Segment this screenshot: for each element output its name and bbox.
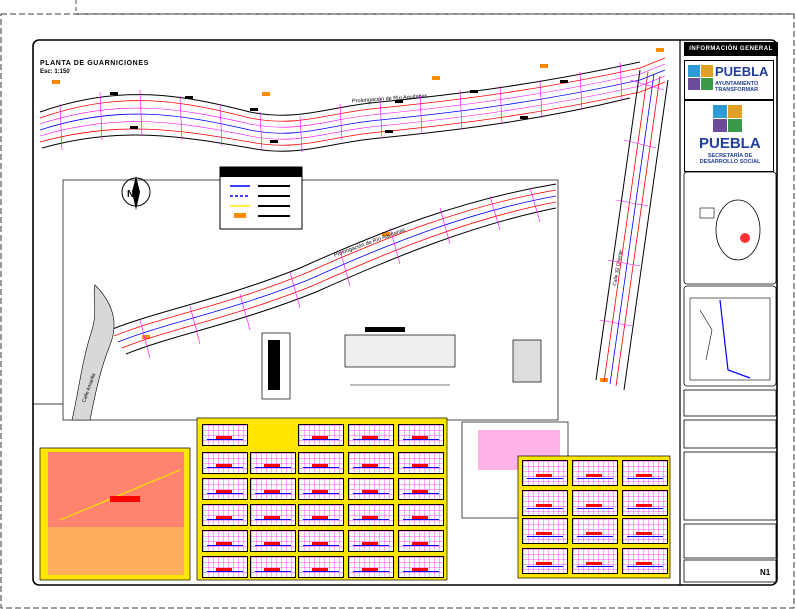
road-mid-plan xyxy=(109,183,557,355)
curb-blocks-top xyxy=(110,80,568,143)
cross-section-thumbnail xyxy=(250,556,296,578)
cross-section-thumbnail xyxy=(398,530,444,552)
cross-section-thumbnail xyxy=(398,478,444,500)
cross-section-thumbnail xyxy=(348,452,394,474)
cross-section-thumbnail xyxy=(250,452,296,474)
cross-section-thumbnail xyxy=(572,460,618,486)
cross-section-thumbnail xyxy=(522,460,568,486)
cross-section-thumbnail xyxy=(298,452,344,474)
cross-section-thumbnail xyxy=(202,478,248,500)
cross-section-thumbnail xyxy=(348,556,394,578)
cross-section-thumbnail xyxy=(622,490,668,516)
cross-section-thumbnail xyxy=(298,556,344,578)
cross-section-thumbnail xyxy=(622,548,668,574)
logo1-sub: AYUNTAMIENTO TRANSFORMAR xyxy=(715,81,759,93)
logo1-name: PUEBLA xyxy=(715,64,769,79)
section-ticks-mid xyxy=(139,187,541,359)
key-plan-map xyxy=(689,297,771,381)
cross-section-thumbnail xyxy=(572,518,618,544)
cross-section-thumbnail xyxy=(348,504,394,526)
cross-section-thumbnail xyxy=(250,478,296,500)
plan-scale: Esc: 1:150 xyxy=(40,69,70,75)
cross-section-thumbnail xyxy=(522,548,568,574)
sheet-number: N1 xyxy=(760,568,771,577)
cross-section-thumbnail xyxy=(572,490,618,516)
logo2-sub: SECRETARÍA DE DESARROLLO SOCIAL xyxy=(699,153,761,165)
river-zone xyxy=(71,284,115,421)
cross-section-thumbnail xyxy=(298,504,344,526)
plan-title: PLANTA DE GUARNICIONES xyxy=(40,60,149,67)
road-right-plan xyxy=(595,69,669,391)
logo-ayuntamiento: PUEBLA AYUNTAMIENTO TRANSFORMAR xyxy=(684,60,774,100)
cross-section-thumbnail xyxy=(348,424,394,446)
cross-section-thumbnail xyxy=(298,424,344,446)
cross-section-thumbnail xyxy=(522,490,568,516)
cross-section-thumbnail xyxy=(348,478,394,500)
cross-section-thumbnail xyxy=(202,452,248,474)
cross-section-thumbnail xyxy=(202,556,248,578)
cross-section-thumbnail xyxy=(202,530,248,552)
cross-section-thumbnail xyxy=(622,518,668,544)
logo2-puzzle-icon xyxy=(713,105,743,133)
section-ticks-top xyxy=(59,61,623,153)
profile-sheet-left xyxy=(39,447,191,581)
logo2-name: PUEBLA xyxy=(699,135,761,152)
curb-detail-drawing xyxy=(261,327,542,400)
cross-section-thumbnail xyxy=(202,504,248,526)
cross-section-thumbnail xyxy=(522,518,568,544)
cross-section-thumbnail xyxy=(298,530,344,552)
cross-section-thumbnail xyxy=(572,548,618,574)
road-top-plan xyxy=(39,57,666,152)
svg-text:N: N xyxy=(127,189,134,200)
logo-puzzle-icon xyxy=(688,65,714,91)
cross-section-thumbnail xyxy=(398,504,444,526)
location-map xyxy=(699,199,761,261)
logo-sedesol: PUEBLA SECRETARÍA DE DESARROLLO SOCIAL xyxy=(684,100,774,172)
cross-section-thumbnail xyxy=(250,530,296,552)
cross-section-thumbnail xyxy=(622,460,668,486)
cross-section-thumbnail xyxy=(250,504,296,526)
cross-section-thumbnail xyxy=(398,452,444,474)
cross-section-thumbnail xyxy=(298,478,344,500)
legend-box xyxy=(219,166,303,230)
cross-section-thumbnail xyxy=(202,424,248,446)
cross-section-thumbnail xyxy=(398,556,444,578)
cross-section-thumbnail xyxy=(398,424,444,446)
north-arrow-icon: N xyxy=(121,176,151,210)
title-block-header: INFORMACIÓN GENERAL xyxy=(684,42,778,56)
cross-section-thumbnail xyxy=(348,530,394,552)
title-block-frames xyxy=(683,171,777,583)
